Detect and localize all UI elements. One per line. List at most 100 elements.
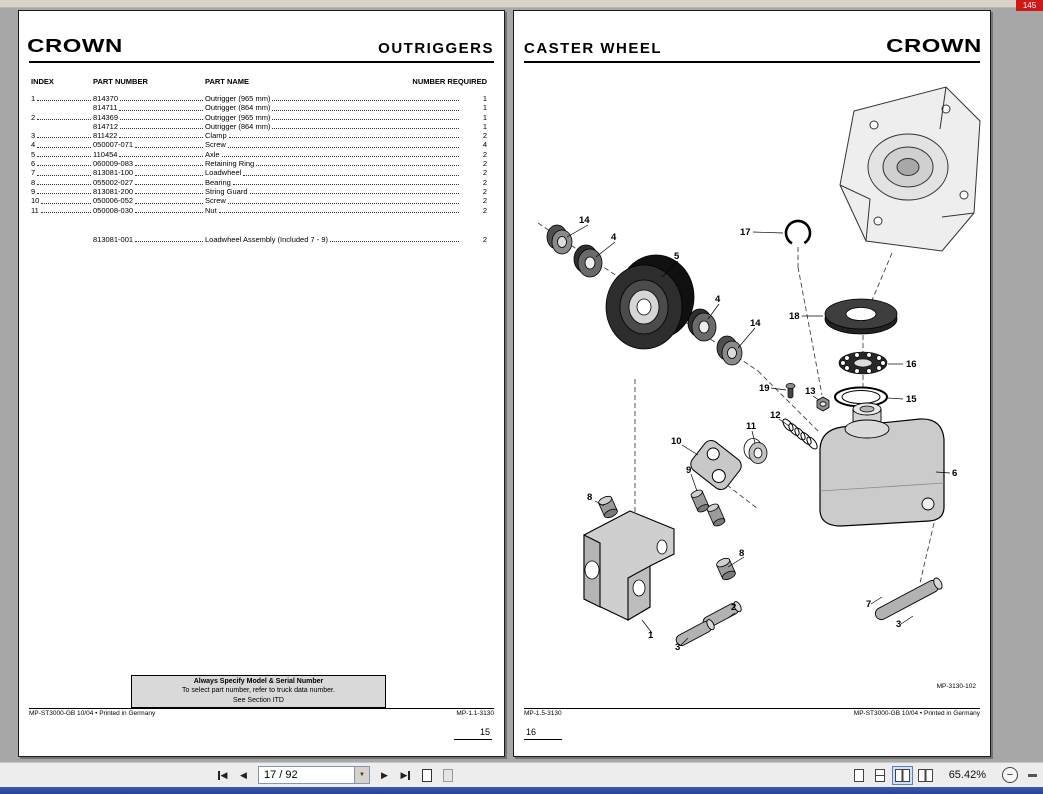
row-index: 8 bbox=[31, 177, 36, 187]
page-view-icon bbox=[421, 768, 432, 782]
spacer-8-left bbox=[598, 495, 618, 519]
dot-leader bbox=[119, 109, 203, 111]
dot-leader bbox=[40, 211, 91, 213]
bearing-cup bbox=[824, 298, 898, 335]
ball-bearing bbox=[838, 351, 888, 375]
page-indicator[interactable]: 17 / 92 bbox=[264, 769, 298, 781]
spacer-8-right bbox=[716, 557, 736, 581]
dot-leader bbox=[135, 202, 203, 204]
dot-leader bbox=[37, 118, 91, 120]
row-qty: 2 bbox=[482, 131, 487, 141]
table-row: 10 050006-052 Screw 2 bbox=[31, 196, 487, 205]
callout-label: 17 bbox=[740, 227, 751, 238]
page-footer: MP-ST3000-GB 10/04 • Printed in Germany … bbox=[29, 710, 494, 717]
prev-page-button[interactable]: ◀ bbox=[234, 766, 253, 785]
callout-label: 4 bbox=[611, 232, 617, 243]
footer-rule bbox=[524, 708, 980, 709]
taskbar-strip bbox=[0, 787, 1043, 794]
dot-leader bbox=[249, 193, 459, 195]
callout-label: 15 bbox=[906, 394, 917, 405]
row-qty: 2 bbox=[482, 196, 487, 206]
zoom-slider[interactable] bbox=[1028, 773, 1037, 777]
dot-leader bbox=[119, 156, 203, 158]
previous-view-button[interactable] bbox=[417, 766, 436, 785]
table-header: INDEX PART NUMBER PART NAME NUMBER REQUI… bbox=[31, 77, 487, 86]
callout-label: 18 bbox=[789, 311, 800, 322]
loadwheel-group bbox=[546, 224, 743, 366]
zoom-level[interactable]: 65.42% bbox=[948, 769, 986, 781]
last-page-button[interactable]: ▶ bbox=[396, 766, 415, 785]
row-part-number: 050007-071 bbox=[93, 140, 134, 150]
row-part-number: 110454 bbox=[93, 149, 118, 159]
callout-label: 13 bbox=[805, 386, 816, 397]
bracket-plate bbox=[690, 440, 742, 490]
dot-leader bbox=[37, 156, 91, 158]
row-qty: 2 bbox=[482, 149, 487, 159]
row-part-name: Loadwheel Assembly (Included 7 - 9) bbox=[205, 234, 328, 244]
page-number-input[interactable]: 17 / 92 ▼ bbox=[258, 766, 370, 784]
callout-label: 9 bbox=[686, 465, 691, 476]
col-number-required: NUMBER REQUIRED bbox=[412, 77, 487, 86]
table-row: 2 814369 Outrigger (965 mm) 1 bbox=[31, 113, 487, 122]
table-row: 1 814370 Outrigger (965 mm) 1 bbox=[31, 94, 487, 103]
bar-icon bbox=[408, 770, 411, 780]
table-row: 7 813081-100 Loadwheel 2 bbox=[31, 168, 487, 177]
row-qty: 2 bbox=[482, 186, 487, 196]
row-index: 3 bbox=[31, 131, 36, 141]
notification-badge: 145 bbox=[1016, 0, 1043, 11]
footer-right: MP-ST3000-GB 10/04 • Printed in Germany bbox=[853, 710, 980, 717]
col-part-name: PART NAME bbox=[205, 77, 250, 86]
header-rule bbox=[524, 61, 980, 63]
single-page-view-button[interactable] bbox=[850, 766, 869, 785]
callout-label: 3 bbox=[675, 642, 680, 653]
next-page-button[interactable]: ▶ bbox=[375, 766, 394, 785]
callout-label: 12 bbox=[770, 410, 781, 421]
dot-leader bbox=[37, 183, 91, 185]
table-row: 4 050007-071 Screw 4 bbox=[31, 140, 487, 149]
dot-leader bbox=[227, 202, 459, 204]
callout-label: 1 bbox=[648, 630, 654, 641]
facing-pages-view-button[interactable] bbox=[891, 765, 913, 785]
spacers bbox=[690, 489, 726, 527]
table-row: 8 055002-027 Bearing 2 bbox=[31, 178, 487, 187]
row-part-name: Axle bbox=[205, 149, 220, 159]
page-nav-group: ◀ ◀ 17 / 92 ▼ ▶ ▶ bbox=[212, 766, 458, 785]
callout-label: 11 bbox=[746, 421, 757, 432]
row-part-number: 055002-027 bbox=[93, 177, 134, 187]
dot-leader bbox=[120, 128, 203, 130]
callout-label: 14 bbox=[579, 215, 590, 226]
row-index: 7 bbox=[31, 168, 36, 178]
page-title: CASTER WHEEL bbox=[524, 40, 662, 57]
continuous-view-button[interactable] bbox=[871, 766, 890, 785]
facing-pages-icon bbox=[894, 768, 910, 782]
row-qty: 2 bbox=[482, 205, 487, 215]
page-number: 16 bbox=[524, 727, 563, 740]
row-qty: 1 bbox=[482, 112, 487, 122]
right-arrow-icon: ▶ bbox=[400, 769, 408, 780]
table-row: 9 813081-200 String Guard 2 bbox=[31, 187, 487, 196]
callout-label: 8 bbox=[587, 492, 592, 503]
dot-leader bbox=[37, 174, 91, 176]
first-page-button[interactable]: ◀ bbox=[213, 766, 232, 785]
row-part-name: Screw bbox=[205, 196, 226, 206]
next-view-button[interactable] bbox=[438, 766, 457, 785]
dot-leader bbox=[135, 146, 203, 148]
minus-icon: − bbox=[1006, 768, 1014, 781]
continuous-facing-view-button[interactable] bbox=[915, 766, 936, 785]
callout-label: 6 bbox=[952, 468, 957, 479]
crown-logo: CROWN bbox=[27, 35, 123, 57]
dot-leader bbox=[41, 202, 91, 204]
row-index: 2 bbox=[31, 112, 36, 122]
zoom-out-button[interactable]: − bbox=[1002, 767, 1018, 783]
footer-left: MP-ST3000-GB 10/04 • Printed in Germany bbox=[29, 710, 156, 717]
table-row: 5 110454 Axle 2 bbox=[31, 150, 487, 159]
row-qty: 1 bbox=[482, 94, 487, 103]
row-index: 4 bbox=[31, 140, 36, 150]
dot-leader bbox=[256, 165, 459, 167]
page-dropdown-button[interactable]: ▼ bbox=[354, 767, 369, 783]
callout-label: 2 bbox=[731, 602, 736, 613]
row-part-number: 814712 bbox=[93, 121, 119, 131]
row-part-number: 813081-200 bbox=[93, 186, 134, 196]
row-part-number: 814711 bbox=[93, 103, 118, 113]
row-part-number: 811422 bbox=[93, 131, 118, 141]
